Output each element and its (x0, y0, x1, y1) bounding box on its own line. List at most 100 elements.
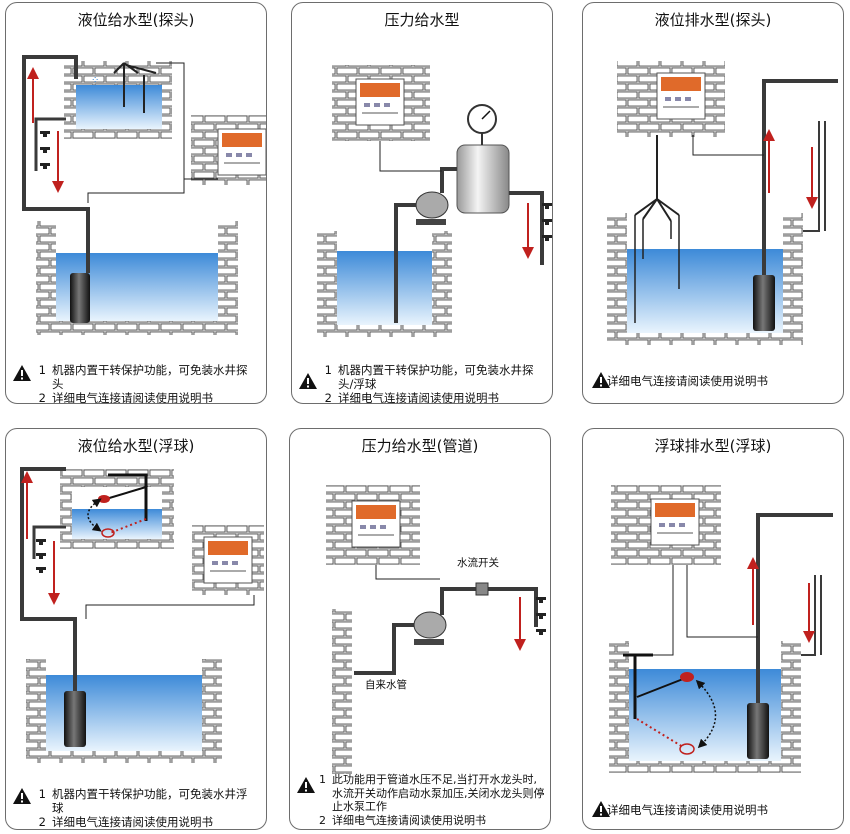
well-wall-right (218, 221, 238, 333)
controller (351, 500, 401, 548)
panel-level-drain-probe: 液位排水型(探头) 详细电气连接请阅读使用说明书 (582, 2, 844, 404)
note-number: 2 (319, 813, 326, 827)
panel-title: 压力给水型 (384, 11, 460, 29)
panel-float-drain: 浮球排水型(浮球) 详细电气连接请阅读使用说明书 (582, 428, 844, 830)
flow-switch (475, 582, 489, 596)
diagram-pressure-supply-pipe (326, 485, 546, 774)
well-floor (607, 333, 803, 345)
well-floor (36, 321, 238, 335)
note-number: 2 (324, 391, 332, 404)
probe-wires (634, 215, 680, 323)
branch-pipe (34, 117, 66, 171)
note-text: 详细电气连接请阅读使用说明书 (52, 815, 213, 829)
diagram-level-drain-probe (607, 61, 838, 345)
gauge-needle (481, 110, 491, 120)
note-number: 2 (38, 815, 46, 829)
signal-cable (379, 141, 442, 172)
float-motion-arrow (695, 679, 717, 749)
signal-cable (375, 565, 440, 580)
panel-title: 液位排水型(探头) (654, 11, 772, 29)
discharge-pipe (756, 513, 833, 703)
pump-motor (64, 691, 86, 747)
notes: 1 此功能用于管道水压不足,当打开水龙头时,水流开关动作启动水泵加压,关闭水龙头则… (314, 773, 546, 827)
faucet-icon (36, 553, 46, 559)
note-text: 机器内置干转保护功能，可免装水井探头/浮球 (338, 363, 534, 391)
float-mount (108, 473, 148, 521)
float-ball-lower (101, 528, 115, 538)
float-cable-upper (636, 678, 684, 698)
controller (355, 78, 405, 126)
panel-title: 液位给水型(探头) (77, 11, 195, 29)
controller (650, 498, 700, 546)
note-number: 1 (38, 363, 46, 377)
warning-icon (592, 801, 610, 817)
controller (203, 536, 253, 584)
overflow-pipe (803, 121, 820, 232)
well-wall-left (36, 221, 56, 333)
note-text: 详细电气连接请阅读使用说明书 (52, 391, 213, 404)
supply-pipe (22, 55, 90, 273)
faucet-icon (40, 147, 50, 153)
panel-title: 浮球排水型(浮球) (654, 437, 772, 455)
well-floor (609, 761, 801, 773)
note-number: 1 (319, 773, 326, 786)
controller (217, 128, 266, 176)
note-text: 详细电气连接请阅读使用说明书 (338, 391, 499, 404)
float-cable-lower (636, 718, 684, 748)
well-wall-right (781, 641, 801, 771)
warning-icon (13, 788, 31, 804)
pump-base (416, 219, 446, 225)
faucet-icon (40, 163, 50, 169)
water-drops: ⁘ (91, 75, 99, 86)
signal-cable (692, 135, 764, 156)
well-floor (26, 751, 222, 763)
controller (656, 72, 706, 120)
wall-column (332, 609, 352, 774)
pump-icon (413, 611, 447, 639)
float-cable-upper (105, 486, 147, 500)
faucet-icon (536, 629, 546, 635)
note-text: 详细电气连接请阅读使用说明书 (607, 803, 768, 817)
notes: 详细电气连接请阅读使用说明书 (607, 803, 837, 817)
well-wall-right (202, 659, 222, 763)
well-floor (317, 325, 452, 337)
branch-pipe (32, 525, 66, 559)
note-text: 机器内置干转保护功能，可免装水井探头 (52, 363, 248, 391)
faucet-icon (36, 539, 46, 545)
float-ball-lower (679, 743, 695, 755)
tap-pipe-label: 自来水管 (364, 677, 408, 692)
panel-title: 压力给水型(管道) (361, 437, 479, 455)
well-wall-left (609, 641, 629, 771)
pump-icon (415, 191, 449, 219)
pressure-tank (456, 144, 510, 214)
signal-cable (686, 565, 758, 638)
diagram-float-drain (609, 485, 833, 773)
signal-cable (87, 62, 185, 203)
supply-pipe (440, 587, 538, 627)
float-ball-upper (680, 672, 694, 682)
warning-icon (297, 777, 315, 793)
outlet-pipe (440, 167, 457, 193)
signal-cable (85, 595, 255, 619)
supply-pipe (20, 467, 77, 691)
diagram-pressure-supply (317, 65, 552, 337)
upper-tank-water (72, 509, 162, 539)
float-ball-upper (98, 495, 110, 503)
well-wall-left (607, 213, 627, 343)
panel-pressure-supply-pipe: 压力给水型(管道) 水流开关 自来水管 1 此功能用于管道水压不足,当打开水龙头时… (289, 428, 551, 830)
pump-motor (747, 703, 769, 759)
supply-pipe (509, 191, 544, 265)
note-text: 此功能用于管道水压不足,当打开水龙头时,水流开关动作启动水泵加压,关闭水龙头则停… (332, 773, 545, 813)
warning-icon (592, 372, 610, 388)
well-wall-right (783, 213, 803, 343)
note-text: 机器内置干转保护功能，可免装水井浮球 (52, 787, 248, 815)
probe-set (113, 62, 157, 113)
flow-switch-label: 水流开关 (456, 555, 500, 570)
probe-set (634, 135, 680, 222)
